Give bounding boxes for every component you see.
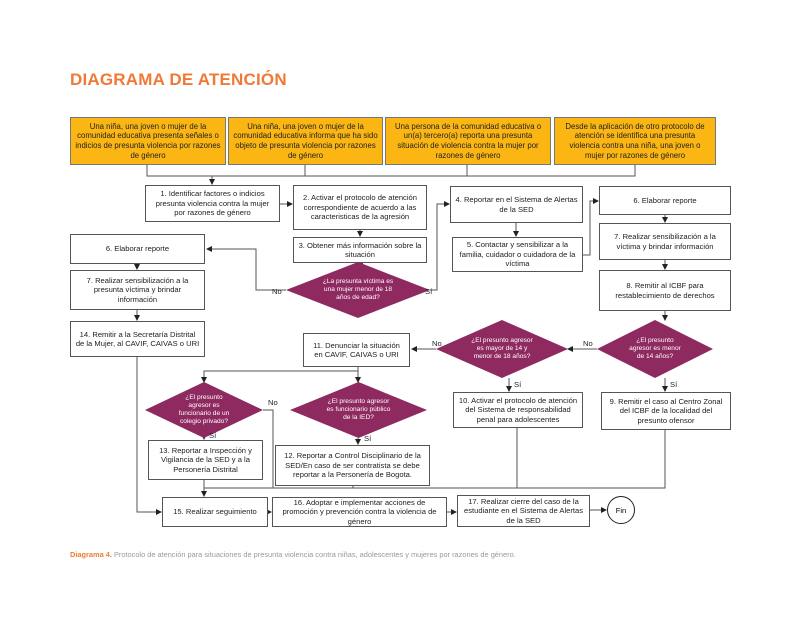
entry-box-3: Una persona de la comunidad educativa o … (385, 117, 551, 165)
step-8: 8. Remitir al ICBF para restablecimiento… (599, 270, 731, 311)
step-17: 17. Realizar cierre del caso de la estud… (457, 495, 590, 527)
caption-label: Diagrama 4. (70, 550, 112, 559)
label-no: No (583, 339, 593, 348)
step-6-right: 6. Elaborar reporte (599, 186, 731, 215)
step-1: 1. Identificar factores o indicios presu… (145, 185, 280, 222)
entry-box-4: Desde la aplicación de otro protocolo de… (554, 117, 716, 165)
decision-aggressor-under-14: ¿El presunto agresor es menor de 14 años… (597, 320, 713, 378)
label-no: No (272, 287, 282, 296)
label-yes: Sí (425, 287, 433, 296)
decision-public-ied: ¿El presunto agresor es funcionario públ… (290, 382, 427, 438)
step-3: 3. Obtener más información sobre la situ… (293, 237, 427, 263)
figure-caption: Diagrama 4. Protocolo de atención para s… (70, 550, 516, 559)
step-6-left: 6. Elaborar reporte (70, 234, 205, 264)
step-16: 16. Adoptar e implementar acciones de pr… (272, 497, 447, 527)
step-7-left: 7. Realizar sensibilización a la presunt… (70, 270, 205, 310)
label-yes: Sí (209, 431, 217, 440)
step-14: 14. Remitir a la Secretaría Distrital de… (70, 321, 205, 357)
label-yes: Sí (670, 380, 678, 389)
entry-box-1: Una niña, una joven o mujer de la comuni… (70, 117, 226, 165)
label-no: No (268, 398, 278, 407)
step-10: 10. Activar el protocolo de atención del… (453, 392, 583, 428)
step-9: 9. Remitir el caso al Centro Zonal del I… (601, 392, 731, 430)
caption-text: Protocolo de atención para situaciones d… (111, 550, 516, 559)
decision-victim-minor: ¿La presunta víctima es una mujer menor … (286, 262, 430, 318)
decision-aggressor-14-18: ¿El presunto agresor es mayor de 14 y me… (436, 320, 568, 378)
step-2: 2. Activar el protocolo de atención corr… (293, 185, 427, 230)
step-15: 15. Realizar seguimiento (162, 497, 268, 527)
step-11: 11. Denunciar la situación en CAVIF, CAI… (303, 333, 410, 367)
step-5: 5. Contactar y sensibilizar a la familia… (452, 237, 583, 272)
step-13: 13. Reportar a Inspección y Vigilancia d… (148, 440, 263, 480)
decision-private-school: ¿El presunto agresor es funcionario de u… (145, 382, 263, 438)
label-yes: Sí (364, 434, 372, 443)
label-yes: Sí (514, 380, 522, 389)
step-7-right: 7. Realizar sensibilización a la víctima… (599, 223, 731, 260)
step-12: 12. Reportar a Control Disciplinario de … (275, 445, 430, 486)
step-4: 4. Reportar en el Sistema de Alertas de … (450, 186, 583, 223)
entry-box-2: Una niña, una joven o mujer de la comuni… (228, 117, 383, 165)
label-no: No (432, 339, 442, 348)
page-title: DIAGRAMA DE ATENCIÓN (70, 70, 287, 89)
end-node: Fin (607, 496, 635, 524)
